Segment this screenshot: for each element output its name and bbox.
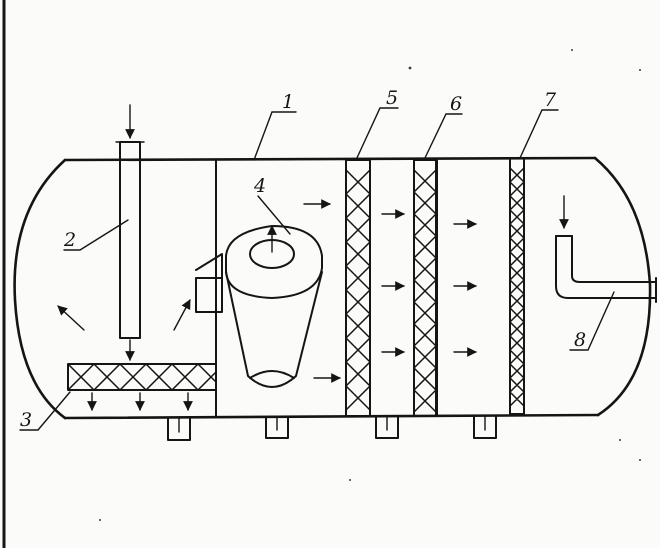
drain-nozzles (167, 415, 497, 441)
label-2: 2 (63, 229, 76, 251)
label-7: 7 (544, 89, 557, 111)
flow-arrows (57, 199, 477, 383)
cyclone (173, 225, 323, 388)
inlet-pipe (115, 104, 145, 361)
scan-specks (99, 49, 641, 521)
label-4: 4 (253, 175, 266, 197)
label-1: 1 (282, 91, 294, 113)
filter-wall-7 (509, 157, 525, 415)
label-3: 3 (20, 409, 32, 431)
distributor-filter (67, 363, 217, 411)
filter-wall-6 (413, 159, 437, 417)
vessel-body (13, 156, 652, 420)
label-6: 6 (450, 93, 462, 115)
leader-lines (19, 107, 615, 431)
label-5: 5 (386, 87, 398, 109)
outlet-pipe (555, 195, 657, 303)
label-8: 8 (574, 329, 586, 351)
filter-wall-5 (345, 159, 371, 417)
part-labels: 1 2 3 4 5 6 7 8 (20, 87, 586, 431)
